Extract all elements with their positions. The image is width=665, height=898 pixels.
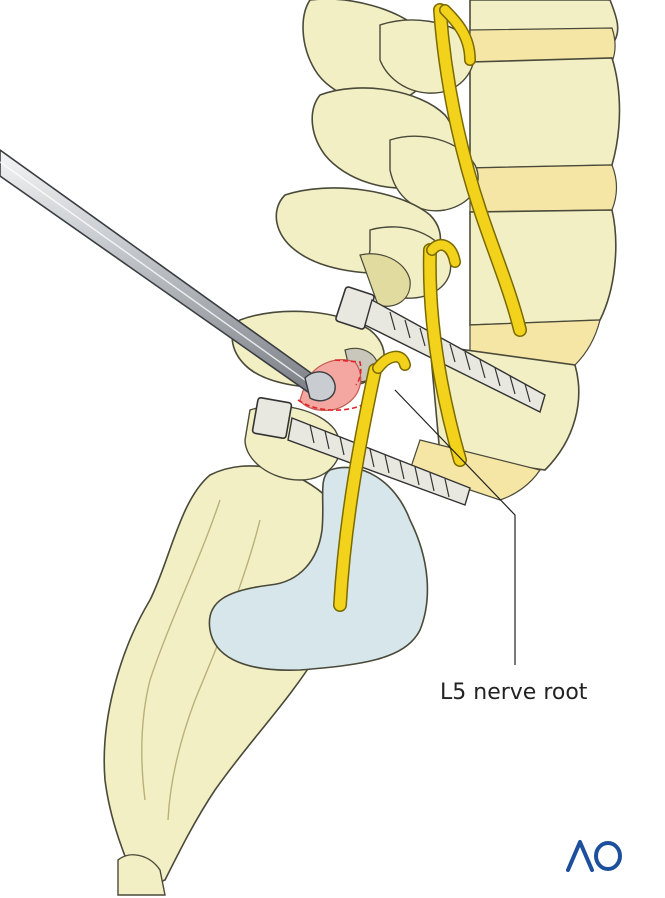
nerve-roots: [333, 3, 527, 612]
nerve-root-label: L5 nerve root: [440, 680, 588, 705]
dural-sac: [208, 466, 429, 671]
label-leader-line: [394, 389, 516, 665]
ao-logo: [566, 840, 622, 872]
kerrison-instrument: [0, 149, 336, 402]
ao-logo-a: [566, 840, 594, 872]
lower-pedicle-screw: [251, 396, 471, 506]
ao-logo-o: [594, 841, 622, 871]
sacrum: [103, 465, 349, 896]
upper-pedicle-screw: [335, 286, 546, 413]
